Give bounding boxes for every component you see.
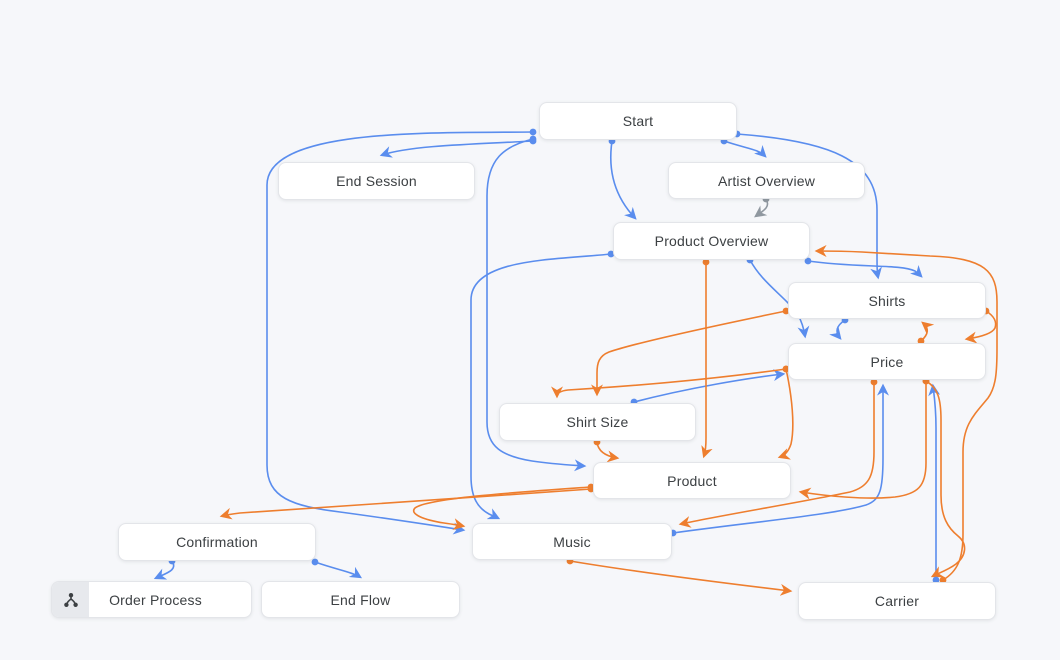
node-end_flow[interactable]: End Flow: [261, 581, 460, 618]
edge-source-dot-product_overview: [702, 258, 710, 266]
edge-product_overview-to-shirts: [807, 260, 923, 278]
node-label-music: Music: [553, 533, 591, 550]
edge-start-to-product_overview: [610, 140, 637, 220]
edge-source-dot-shirts: [782, 307, 790, 315]
edge-source-dot-carrier: [932, 576, 940, 584]
edge-shirt_size-to-product: [596, 441, 620, 463]
edge-shirts-to-shirt_size: [591, 310, 787, 397]
node-shirt_size[interactable]: Shirt Size: [499, 403, 696, 441]
edge-music-to-carrier: [569, 560, 793, 596]
edge-product-to-confirmation: [219, 488, 592, 520]
edge-start-to-shirts: [736, 133, 883, 280]
edge-shirt_size-to-price: [633, 369, 786, 403]
node-label-carrier: Carrier: [874, 593, 920, 609]
node-label-confirmation: Confirmation: [176, 534, 258, 550]
node-shirts[interactable]: Shirts: [788, 282, 986, 319]
node-confirmation[interactable]: Confirmation: [118, 523, 316, 561]
edge-start-to-music: [266, 131, 534, 535]
edge-source-dot-price: [917, 337, 925, 345]
node-label-end_flow: End Flow: [330, 591, 391, 608]
edge-price-to-product: [777, 368, 794, 460]
node-label-order_process: Order Process: [109, 591, 202, 608]
edge-source-dot-product_overview: [804, 257, 812, 265]
flow-icon: [52, 582, 89, 617]
node-label-artist_overview: Artist Overview: [717, 172, 816, 189]
edge-price-to-shirt_size: [551, 368, 787, 399]
node-music[interactable]: Music: [472, 523, 672, 560]
node-product[interactable]: Product: [593, 462, 791, 499]
node-label-shirts: Shirts: [868, 292, 906, 309]
node-end_session[interactable]: End Session: [278, 162, 475, 200]
edge-carrier-to-product_overview: [814, 245, 998, 581]
edge-source-dot-price: [782, 365, 790, 373]
node-carrier[interactable]: Carrier: [798, 582, 996, 620]
node-product_overview[interactable]: Product Overview: [613, 222, 810, 260]
edge-start-to-product: [486, 138, 587, 472]
edge-price-to-music: [678, 382, 875, 528]
edge-start-to-artist_overview: [723, 140, 767, 158]
edge-price-to-product: [798, 381, 927, 500]
edge-source-dot-confirmation: [311, 558, 319, 566]
edge-product_overview-to-product: [701, 262, 713, 459]
node-price[interactable]: Price: [788, 343, 986, 380]
edge-confirmation-to-end_flow: [314, 561, 363, 579]
edge-source-dot-start: [529, 135, 537, 143]
edge-source-dot-product: [587, 483, 595, 491]
node-label-price: Price: [870, 353, 904, 370]
edge-shirts-to-price: [964, 310, 997, 344]
edge-music-to-price: [672, 383, 889, 534]
edge-source-dot-product_overview: [607, 250, 615, 258]
node-start[interactable]: Start: [539, 102, 737, 140]
edge-source-dot-start: [529, 128, 537, 136]
edge-price-to-carrier: [925, 380, 966, 578]
node-artist_overview[interactable]: Artist Overview: [668, 162, 865, 199]
edge-source-dot-carrier: [939, 576, 947, 584]
node-label-shirt_size: Shirt Size: [566, 414, 629, 430]
node-label-product: Product: [667, 472, 717, 489]
edge-start-to-end_session: [379, 140, 534, 158]
edge-carrier-to-price: [928, 383, 941, 580]
edge-source-dot-price: [870, 378, 878, 386]
node-label-product_overview: Product Overview: [654, 233, 769, 249]
node-label-end_session: End Session: [336, 173, 417, 189]
node-order_process[interactable]: Order Process: [51, 581, 252, 618]
node-label-start: Start: [622, 113, 654, 129]
edge-product-to-music: [412, 486, 592, 531]
edge-product_overview-to-music: [470, 253, 612, 520]
